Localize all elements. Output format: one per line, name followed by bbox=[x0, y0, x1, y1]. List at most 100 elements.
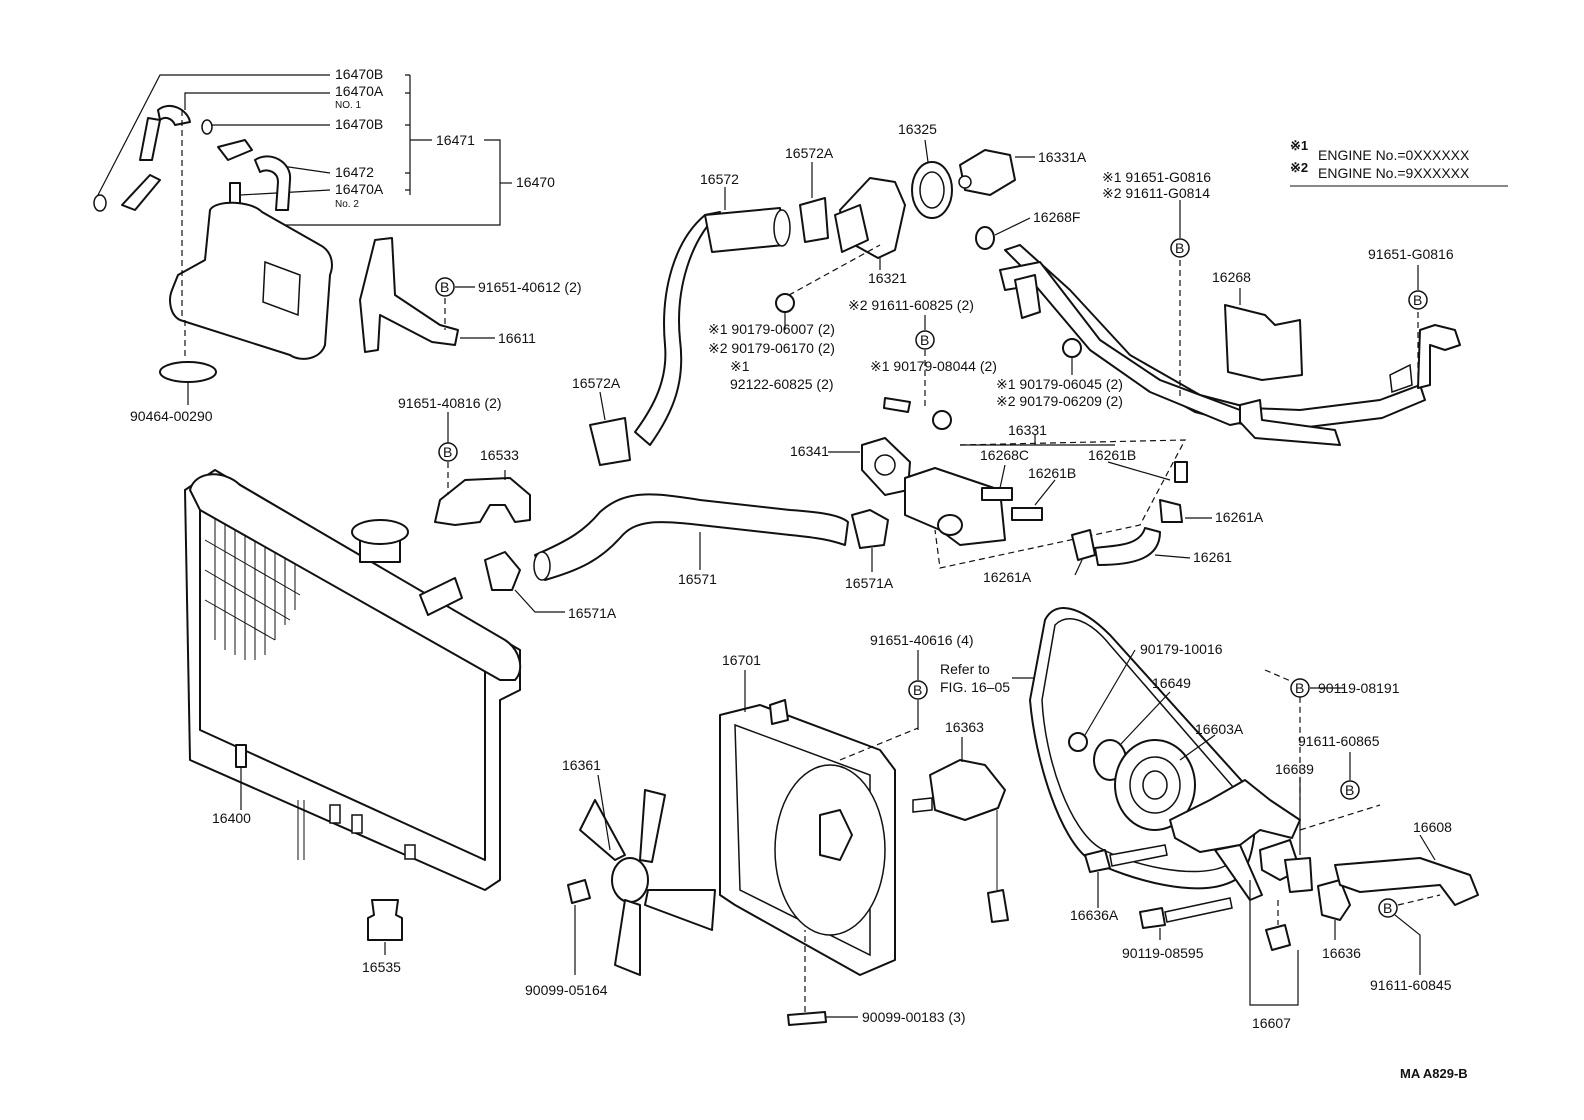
label-n1-90179-06045: ※1 90179-06045 (2) bbox=[996, 376, 1123, 392]
radiator-group: B bbox=[184, 412, 531, 955]
bolt-marker-b-60825-text: B bbox=[920, 332, 929, 348]
dash-bracket-top bbox=[1264, 669, 1301, 800]
lead-16470B-top bbox=[97, 74, 330, 196]
lead-90179-10016 bbox=[1084, 649, 1136, 736]
fan-blade-1 bbox=[579, 799, 626, 861]
label-91651-40816: 91651-40816 (2) bbox=[398, 395, 502, 411]
clamp-16261A-right bbox=[1159, 499, 1183, 523]
clamp-16261A-left bbox=[1071, 529, 1096, 561]
bracket-16470-group bbox=[405, 74, 411, 195]
bolt-shank-16636A bbox=[1109, 844, 1168, 867]
label-90099-05164: 90099-05164 bbox=[525, 982, 608, 998]
label-16639: 16639 bbox=[1275, 761, 1314, 777]
label-91651-40616: 91651-40616 (4) bbox=[870, 632, 974, 648]
label-16261A-right: 16261A bbox=[1215, 509, 1264, 525]
nut-90179-06007 bbox=[775, 293, 795, 313]
pipe-16268-flange bbox=[1014, 274, 1041, 319]
switch-16363-stem bbox=[912, 797, 933, 813]
bracket-16611 bbox=[359, 237, 459, 353]
hose-16572 bbox=[634, 211, 721, 446]
cushion-16535 bbox=[367, 899, 403, 941]
plug-16261B-a bbox=[1011, 507, 1043, 521]
bolt-marker-b-40612-text: B bbox=[440, 279, 449, 295]
label-16400: 16400 bbox=[212, 810, 251, 826]
label-16268: 16268 bbox=[1212, 269, 1251, 285]
label-16268F: 16268F bbox=[1033, 209, 1080, 225]
water-inlet-group: B bbox=[484, 315, 1212, 613]
lead-16571A-left bbox=[514, 589, 565, 613]
bolt-marker-b-40616-text: B bbox=[913, 682, 922, 698]
label-16325: 16325 bbox=[898, 121, 937, 137]
bolt-marker-b-g0816-right bbox=[1408, 290, 1428, 310]
pipe-16268-bracket bbox=[1389, 363, 1413, 394]
label-16472: 16472 bbox=[335, 164, 374, 180]
clip-16470B-mid bbox=[201, 119, 213, 135]
label-16268C: 16268C bbox=[980, 447, 1029, 463]
label-16571: 16571 bbox=[678, 571, 717, 587]
upper-hose-labels: 16572A 16572 16572A 16325 16331A 16268F … bbox=[572, 121, 1087, 392]
radiator-lower-bracket bbox=[235, 744, 247, 768]
fan-blade-3 bbox=[644, 889, 716, 931]
lead-16572A-bottom bbox=[599, 391, 606, 421]
label-n2-91611-G0814: ※2 91611-G0814 bbox=[1102, 185, 1210, 201]
label-16470B-top: 16470B bbox=[335, 66, 383, 82]
hose-16572-opening bbox=[773, 209, 791, 247]
fan-belt-group: B B B bbox=[1012, 607, 1479, 1006]
label-no1: NO. 1 bbox=[335, 100, 362, 111]
nut-16607 bbox=[1265, 924, 1291, 951]
nut-90179-08044 bbox=[932, 410, 952, 430]
spacer-16639 bbox=[1284, 857, 1313, 893]
label-90179-10016: 90179-10016 bbox=[1140, 641, 1223, 657]
radiator-mount-b bbox=[351, 814, 363, 834]
pipe-16268-end bbox=[1417, 324, 1461, 389]
label-16533: 16533 bbox=[480, 447, 519, 463]
lead-16261A-left bbox=[1074, 559, 1083, 576]
label-91651-G0816: 91651-G0816 bbox=[1368, 246, 1454, 262]
label-90119-08595: 90119-08595 bbox=[1122, 945, 1204, 961]
bypass-pipe-labels: ※1 91651-G0816 ※2 91611-G0814 16268 9165… bbox=[996, 169, 1454, 409]
label-91651-40612: 91651-40612 (2) bbox=[478, 279, 582, 295]
reserve-tank-neck bbox=[229, 182, 241, 206]
label-n1-91651-G0816: ※1 91651-G0816 bbox=[1102, 169, 1211, 185]
plug-16268C bbox=[981, 487, 1013, 501]
label-16331A: 16331A bbox=[1038, 149, 1087, 165]
lead-16470A-top bbox=[184, 92, 330, 110]
water-outlet-neck bbox=[834, 204, 869, 253]
bolt-marker-b-60845 bbox=[1378, 898, 1398, 918]
lead-16261 bbox=[1154, 554, 1191, 559]
label-16636: 16636 bbox=[1322, 945, 1361, 961]
bypass-pipe-group: B B bbox=[999, 200, 1461, 446]
reserve-tank-16470 bbox=[169, 201, 333, 360]
hose-16261 bbox=[1094, 527, 1161, 566]
legend-note2-mark: ※2 bbox=[1290, 160, 1308, 175]
bolt-marker-b-60845-text: B bbox=[1383, 900, 1392, 916]
stud-92122-60825 bbox=[883, 397, 911, 413]
water-inlet-labels: 16331 16341 16268C 16261B 16261B 16261A … bbox=[568, 422, 1264, 621]
label-16470B-mid: 16470B bbox=[335, 116, 383, 132]
lead-16649 bbox=[1119, 691, 1171, 746]
label-16261B-b: 16261B bbox=[1088, 447, 1136, 463]
fan-belt-labels: 90179-10016 16649 16603A 90119-08191 916… bbox=[1070, 641, 1452, 1031]
label-n1-90179-06007: ※1 90179-06007 (2) bbox=[708, 321, 835, 337]
bolt-marker-b-60825 bbox=[915, 330, 935, 350]
clamp-16571A-right bbox=[851, 509, 889, 549]
radiator-inlet-pipe bbox=[419, 577, 463, 616]
clamp-16571A-left bbox=[484, 551, 521, 591]
label-n1-mark: ※1 bbox=[730, 358, 750, 374]
fan-hub-16361 bbox=[611, 857, 649, 903]
thermostat-16331A bbox=[959, 149, 1016, 196]
switch-16363-connector bbox=[987, 889, 1009, 923]
dash-16331-outline bbox=[934, 439, 1187, 569]
label-16572: 16572 bbox=[700, 171, 739, 187]
label-16261: 16261 bbox=[1193, 549, 1232, 565]
bolt-marker-b-40616 bbox=[908, 680, 928, 700]
diagram-reference-code: MA A829-B bbox=[1400, 1066, 1468, 1081]
label-16572A-top: 16572A bbox=[785, 145, 834, 161]
lead-16268C bbox=[999, 464, 1006, 489]
label-16535: 16535 bbox=[362, 959, 401, 975]
label-16470: 16470 bbox=[516, 174, 555, 190]
label-16341: 16341 bbox=[790, 443, 829, 459]
label-90119-08191: 90119-08191 bbox=[1318, 680, 1400, 696]
fan-shroud-tab bbox=[769, 699, 789, 725]
nut-90099-05164 bbox=[567, 879, 591, 904]
